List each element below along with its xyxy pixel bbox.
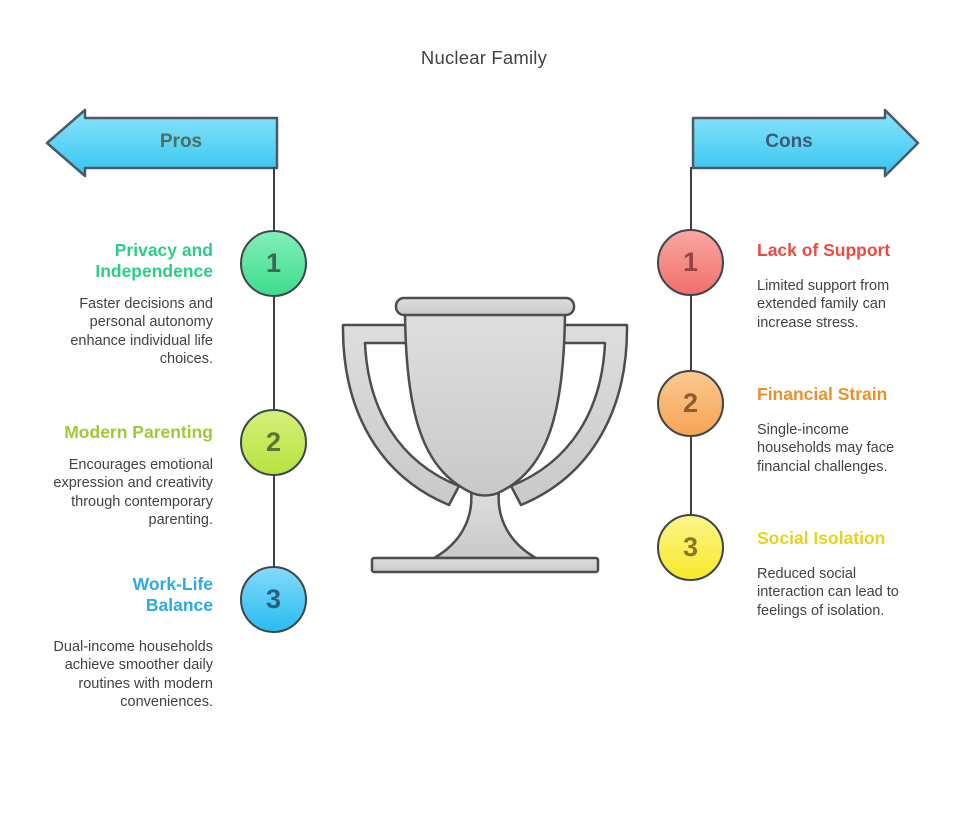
cons-step-3-circle: 3 xyxy=(657,514,724,581)
cons-item-2-description: Single-income households may face financ… xyxy=(757,422,895,475)
pros-item-1-description: Faster decisions and personal autonomy e… xyxy=(70,296,213,368)
cons-item-1-description: Limited support from extended family can… xyxy=(757,278,890,331)
cons-connector-line xyxy=(690,167,692,548)
pros-connector-line xyxy=(273,167,275,600)
pros-step-2-number: 2 xyxy=(265,427,282,457)
cons-item-2-heading: Financial Strain xyxy=(757,384,888,404)
cons-item-3-description: Reduced social interaction can lead to f… xyxy=(757,566,899,619)
cons-arrow xyxy=(691,108,920,178)
cons-step-3-number: 3 xyxy=(682,532,699,562)
cons-item-1-heading: Lack of Support xyxy=(757,240,891,260)
pros-item-2-heading: Modern Parenting xyxy=(64,422,213,442)
pros-arrow-label: Pros xyxy=(159,131,203,152)
cons-item-3-heading: Social Isolation xyxy=(757,528,886,548)
pros-step-1-circle: 1 xyxy=(240,230,307,297)
pros-item-3-heading: Work-Life Balance xyxy=(132,574,213,616)
pros-item-1-heading: Privacy and Independence xyxy=(95,240,213,282)
pros-step-2-circle: 2 xyxy=(240,409,307,476)
cons-step-2-number: 2 xyxy=(682,388,699,418)
cons-step-1-number: 1 xyxy=(682,247,699,277)
cons-arrow-label: Cons xyxy=(765,131,813,152)
pros-item-3-description: Dual-income households achieve smoother … xyxy=(53,639,213,711)
pros-step-1-number: 1 xyxy=(265,248,282,278)
trophy-icon xyxy=(341,296,629,574)
cons-step-2-circle: 2 xyxy=(657,370,724,437)
page-title: Nuclear Family xyxy=(420,47,548,68)
pros-step-3-circle: 3 xyxy=(240,566,307,633)
pros-arrow xyxy=(45,108,279,178)
cons-step-1-circle: 1 xyxy=(657,229,724,296)
pros-item-2-description: Encourages emotional expression and crea… xyxy=(53,457,213,529)
pros-step-3-number: 3 xyxy=(265,584,282,614)
